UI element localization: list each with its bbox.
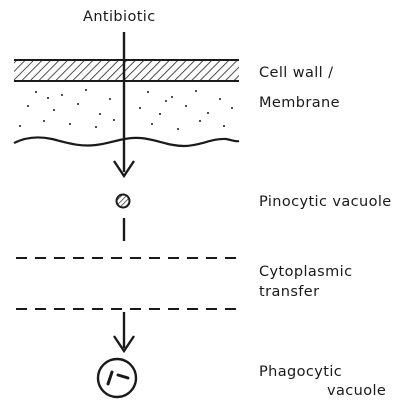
entry-arrow: [114, 32, 134, 176]
pinocytic-vacuole-symbol: [117, 195, 130, 208]
pinocytic-vacuole-label: Pinocytic vacuole: [259, 193, 392, 211]
transfer-label: transfer: [259, 283, 319, 301]
cell-wall-band: [14, 60, 239, 81]
vacuole-label: vacuole: [327, 382, 386, 400]
phagocytic-label: Phagocytic: [259, 363, 342, 381]
transfer-arrow: [114, 312, 134, 351]
antibiotic-label: Antibiotic: [83, 8, 156, 26]
membrane-wavy-line: [14, 137, 239, 146]
membrane-label: Membrane: [259, 94, 340, 112]
membrane-stipple: [19, 89, 233, 130]
cytoplasmic-label: Cytoplasmic: [259, 263, 352, 281]
cell-wall-label: Cell wall /: [259, 64, 333, 82]
phagocytic-vacuole-symbol: [98, 359, 136, 397]
